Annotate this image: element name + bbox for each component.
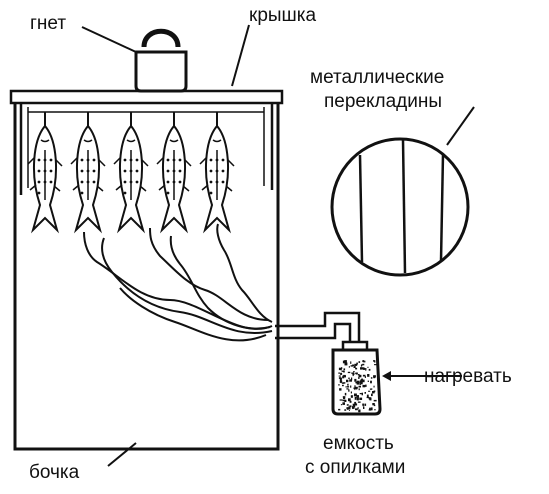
- fish: [70, 112, 106, 234]
- container-label-line2: с опилками: [305, 457, 405, 478]
- fish: [156, 112, 192, 234]
- heat-label: нагревать: [424, 366, 512, 387]
- container-label-line1: емкость: [323, 433, 394, 454]
- crossbars-label-line1: металлические: [310, 67, 444, 88]
- fish: [27, 112, 63, 234]
- weight-label: гнет: [30, 13, 66, 34]
- crossbars-circle: [330, 137, 470, 277]
- fish: [199, 112, 235, 234]
- lid-label: крышка: [249, 5, 317, 26]
- sawdust-container: [331, 340, 382, 416]
- lid: [9, 89, 284, 195]
- fish: [113, 112, 149, 234]
- pointer-lines: [81, 24, 475, 467]
- weight-kettlebell: [134, 28, 188, 93]
- smoke-streams: [83, 223, 273, 342]
- barrel-label: бочка: [29, 462, 80, 483]
- fish-layer: [27, 112, 235, 234]
- heat-arrow-head: [382, 371, 391, 381]
- crossbars-label-line2: перекладины: [324, 91, 442, 112]
- smoke-pipe: [275, 311, 361, 342]
- sawdust-texture: [338, 360, 377, 413]
